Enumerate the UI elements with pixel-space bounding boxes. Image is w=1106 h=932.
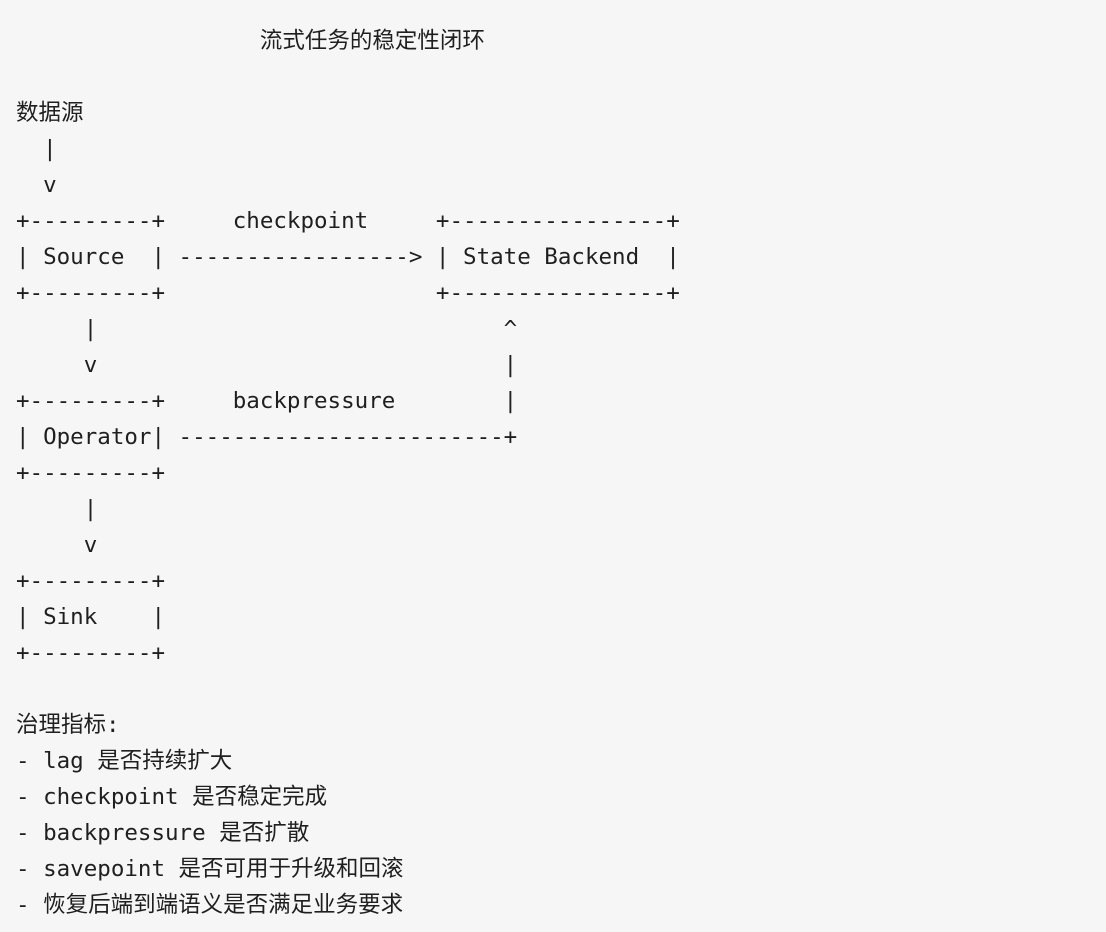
operator-backpressure-row: | Operator| ------------------------+ — [16, 424, 518, 450]
metric-item: - savepoint 是否可用于升级和回滚 — [16, 856, 404, 882]
operator-box-bottom: +---------+ — [16, 460, 166, 486]
blank-line — [16, 671, 680, 707]
arrow-head: v — [16, 172, 57, 198]
blank-line — [16, 59, 680, 95]
operator-box-top: +---------+ backpressure | — [16, 388, 518, 414]
source-and-backend-box-top: +---------+ checkpoint +----------------… — [16, 208, 680, 234]
diagram-code-block: 流式任务的稳定性闭环数据源 | v +---------+ checkpoint … — [16, 23, 680, 923]
sink-box-bottom: +---------+ — [16, 640, 166, 666]
data-source-label: 数据源 — [16, 100, 84, 126]
arrow-shaft: | — [16, 136, 57, 162]
metrics-heading: 治理指标: — [16, 712, 120, 738]
metric-item: - backpressure 是否扩散 — [16, 820, 310, 846]
source-and-backend-box-bottom: +---------+ +----------------+ — [16, 280, 680, 306]
diagram-title: 流式任务的稳定性闭环 — [16, 28, 485, 54]
arrow-shaft: | — [16, 496, 98, 522]
sink-row: | Sink | — [16, 604, 166, 630]
sink-box-top: +---------+ — [16, 568, 166, 594]
connector-row: v | — [16, 352, 518, 378]
metric-item: - checkpoint 是否稳定完成 — [16, 784, 328, 810]
arrow-head: v — [16, 532, 98, 558]
source-checkpoint-backend-row: | Source | -----------------> | State Ba… — [16, 244, 680, 270]
connector-row: | ^ — [16, 316, 518, 342]
metric-item: - lag 是否持续扩大 — [16, 748, 233, 774]
metric-item: - 恢复后端到端语义是否满足业务要求 — [16, 892, 404, 918]
